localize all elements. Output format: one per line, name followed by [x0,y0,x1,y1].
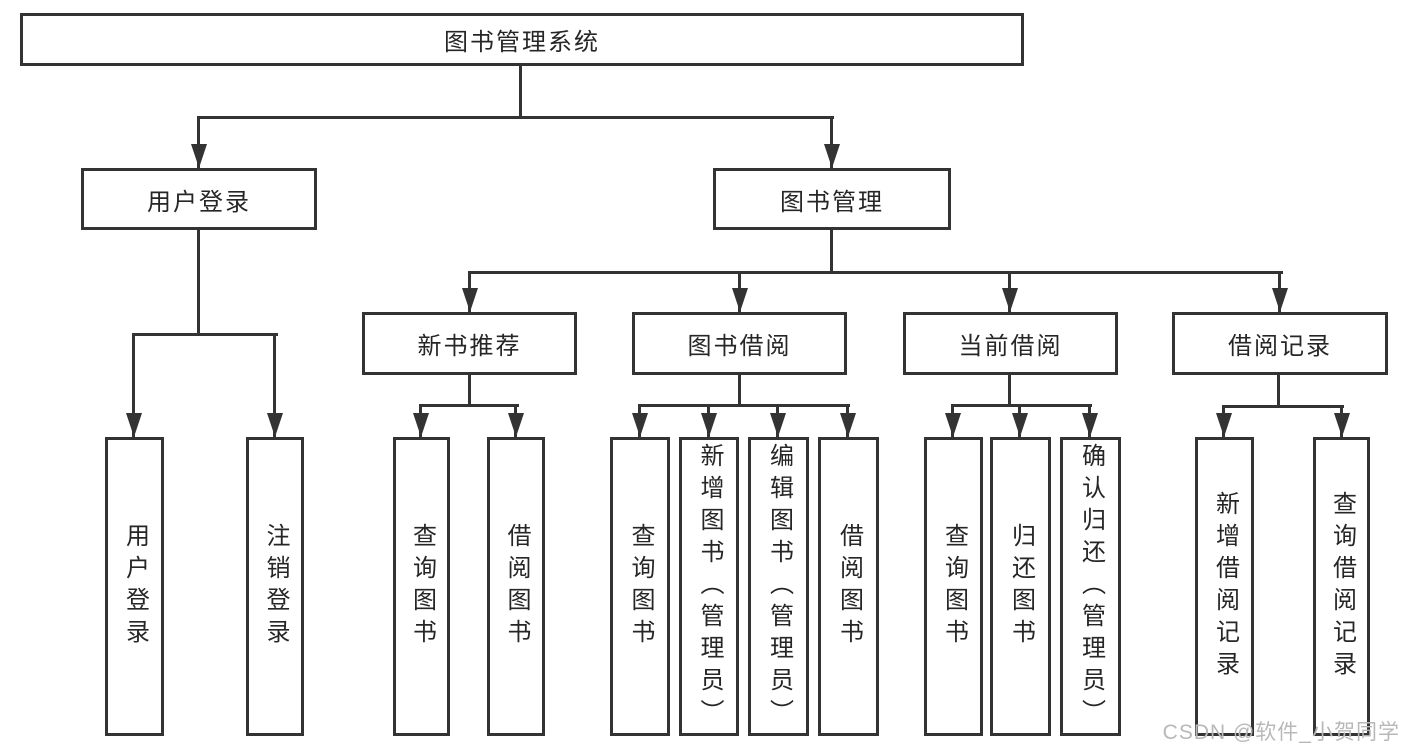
arrow-down-icon [468,274,471,312]
leaf-query-borrow-record: 查询借阅记录 [1313,437,1370,736]
leaf-confirm-return-admin: 确认归还（管理员） [1060,437,1121,736]
node-book-management-label: 图书管理 [780,188,884,216]
leaf-query-books-borrow-label: 查询图书 [627,522,654,651]
arrow-down-icon [846,407,849,437]
connector-line [738,375,741,407]
leaf-query-books-recommend: 查询图书 [393,437,450,736]
leaf-logout-label: 注销登录 [262,522,289,651]
leaf-query-books-current-label: 查询图书 [940,522,968,651]
leaf-edit-book-admin-label: 编辑图书（管理员） [765,442,793,731]
leaf-return-book: 归还图书 [990,437,1051,736]
leaf-borrow-books-label: 借阅图书 [835,522,863,651]
connector-line [468,271,1283,274]
connector-line [197,116,834,119]
connector-line [1222,405,1344,408]
connector-line [951,404,1092,407]
arrow-down-icon [1008,274,1011,312]
arrow-down-icon [1340,408,1343,437]
node-root: 图书管理系统 [20,13,1024,66]
leaf-add-borrow-record: 新增借阅记录 [1195,437,1254,736]
leaf-add-borrow-record-label: 新增借阅记录 [1211,490,1239,683]
node-borrow-record: 借阅记录 [1172,312,1388,375]
arrow-down-icon [951,407,954,437]
leaf-add-book-admin: 新增图书（管理员） [679,437,739,736]
arrow-down-icon [738,274,741,312]
connector-line [197,230,200,336]
node-current-borrow-label: 当前借阅 [958,333,1063,360]
arrow-down-icon [1278,274,1281,312]
node-borrow-record-label: 借阅记录 [1228,333,1332,360]
node-user-login-label: 用户登录 [147,188,251,216]
connector-line [638,404,850,407]
leaf-borrow-books-recommend-label: 借阅图书 [503,522,530,651]
leaf-user-login-label: 用户登录 [121,522,149,651]
leaf-user-login: 用户登录 [105,437,164,736]
node-user-login: 用户登录 [81,168,317,230]
arrow-down-icon [707,407,710,437]
leaf-confirm-return-admin-label: 确认归还（管理员） [1077,442,1105,731]
leaf-borrow-books: 借阅图书 [818,437,879,736]
leaf-edit-book-admin: 编辑图书（管理员） [748,437,809,736]
node-new-book-recommend-label: 新书推荐 [417,333,522,360]
connector-line [1277,375,1280,408]
connector-line [468,375,471,407]
leaf-query-borrow-record-label: 查询借阅记录 [1328,490,1356,683]
arrow-down-icon [638,407,641,437]
watermark: CSDN @软件_小贺同学 [1162,721,1400,744]
arrow-down-icon [197,119,200,168]
leaf-query-books-borrow: 查询图书 [610,437,670,736]
connector-line [830,230,833,274]
arrow-down-icon [132,336,135,437]
arrow-down-icon [1018,407,1021,437]
node-current-borrow: 当前借阅 [903,312,1118,375]
arrow-down-icon [273,336,276,437]
leaf-add-book-admin-label: 新增图书（管理员） [696,442,723,731]
leaf-query-books-recommend-label: 查询图书 [408,522,436,651]
arrow-down-icon [419,407,422,437]
connector-line [519,66,522,117]
node-new-book-recommend: 新书推荐 [362,312,577,375]
leaf-logout: 注销登录 [246,437,304,736]
node-book-management: 图书管理 [713,168,951,230]
arrow-down-icon [776,407,779,437]
leaf-return-book-label: 归还图书 [1007,522,1035,651]
connector-line [132,333,278,336]
arrow-down-icon [1222,408,1225,437]
node-book-borrow: 图书借阅 [632,312,847,375]
arrow-down-icon [1088,407,1091,437]
node-book-borrow-label: 图书借阅 [687,333,792,360]
node-root-label: 图书管理系统 [444,29,600,56]
leaf-borrow-books-recommend: 借阅图书 [487,437,545,736]
arrow-down-icon [830,119,833,168]
leaf-query-books-current: 查询图书 [924,437,983,736]
connector-line [419,404,519,407]
arrow-down-icon [514,407,517,437]
connector-line [1008,375,1011,407]
